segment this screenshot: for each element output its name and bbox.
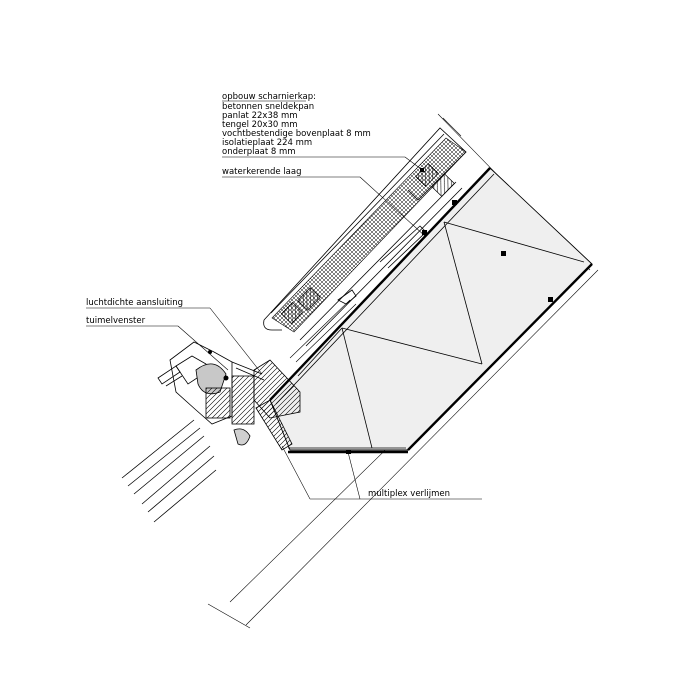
tile-layer xyxy=(271,137,467,333)
frame-block xyxy=(205,387,231,419)
buildup-line-4: vochtbestendige bovenplaat 8 mm xyxy=(222,129,371,139)
water-barrier-text: waterkerende laag xyxy=(222,167,302,177)
buildup-title: opbouw scharnierkap: xyxy=(222,92,316,102)
window-frame xyxy=(121,341,301,523)
buildup-line-3: tengel 20x30 mm xyxy=(222,120,298,130)
buildup-line-2: panlat 22x38 mm xyxy=(222,111,298,121)
buildup-line-5: isolatieplaat 224 mm xyxy=(222,138,312,148)
buildup-line-6: onderplaat 8 mm xyxy=(222,147,296,157)
batten xyxy=(297,287,321,311)
glue-mark xyxy=(501,251,506,256)
frame-block xyxy=(231,375,255,425)
glue-mark xyxy=(346,450,351,454)
sill-block xyxy=(253,359,301,419)
window-label: tuimelvenster xyxy=(86,316,229,371)
roof-covering xyxy=(263,127,467,363)
glue-mark xyxy=(548,297,553,302)
buildup-legend: opbouw scharnierkap: betonnen sneldekpan… xyxy=(222,92,426,173)
flashing xyxy=(337,289,357,305)
insulation-panel xyxy=(269,167,593,451)
airtight-label: luchtdichte aansluiting xyxy=(86,298,263,375)
plywood-label: multiplex verlijmen xyxy=(281,445,482,500)
window-text: tuimelvenster xyxy=(86,316,146,326)
plywood-text: multiplex verlijmen xyxy=(368,489,450,499)
airtight-text: luchtdichte aansluiting xyxy=(86,298,183,308)
batten xyxy=(280,301,304,325)
fixing xyxy=(233,428,251,446)
buildup-line-1: betonnen sneldekpan xyxy=(222,102,314,112)
